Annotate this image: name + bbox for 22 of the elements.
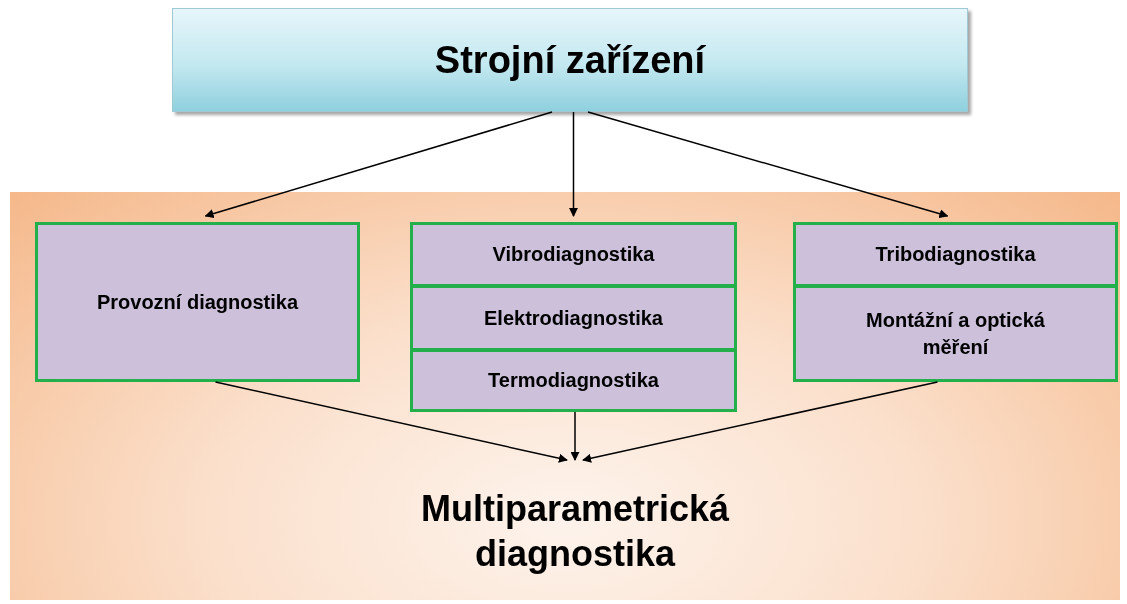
arrow — [582, 381, 939, 463]
box-text: Vibrodiagnostika — [492, 242, 655, 267]
title-box — [172, 8, 968, 112]
box-text: Strojní zařízení — [434, 37, 706, 83]
process-box — [793, 285, 1118, 382]
arrow — [569, 111, 578, 217]
arrow — [204, 111, 553, 218]
process-box — [410, 222, 737, 287]
process-box — [410, 349, 737, 412]
box-text: Termodiagnostika — [488, 368, 659, 393]
box-text: Tribodiagnostika — [875, 242, 1036, 267]
arrow — [587, 111, 949, 219]
process-box — [35, 222, 360, 382]
box-text: Elektrodiagnostika — [484, 305, 663, 331]
arrow — [214, 381, 568, 463]
arrow — [570, 411, 580, 461]
background-panel — [10, 192, 1120, 600]
box-text: Montážní a optická měření — [865, 307, 1046, 360]
process-box — [410, 285, 737, 351]
box-text: Provozní diagnostika — [96, 289, 299, 315]
box-text: Multiparametrická diagnostika — [419, 487, 731, 576]
process-box — [793, 222, 1118, 287]
